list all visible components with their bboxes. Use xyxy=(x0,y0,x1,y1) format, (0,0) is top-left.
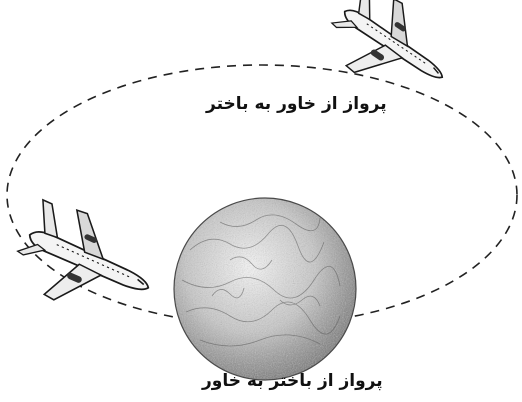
earth-globe xyxy=(174,198,356,380)
airplane-icon xyxy=(6,194,166,333)
west-to-east-flight-label: پرواز از باختر به خاور xyxy=(202,373,383,390)
east-to-west-flight-label: پرواز از خاور به باختر xyxy=(206,96,387,113)
